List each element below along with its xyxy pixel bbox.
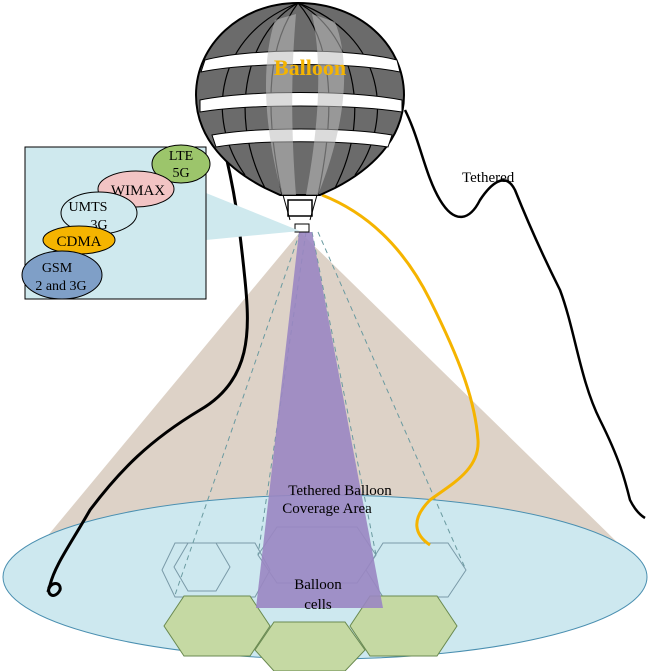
tech-umts-line1: UMTS xyxy=(69,200,108,215)
beam xyxy=(256,232,383,608)
balloon-cells xyxy=(161,526,467,671)
hex-cell xyxy=(163,595,271,657)
balloon-cells-label-line2: cells xyxy=(304,597,332,613)
tech-lte-line1: LTE xyxy=(169,149,193,164)
balloon-cells-label-line1: Balloon xyxy=(294,577,342,593)
balloon-basket xyxy=(287,199,313,217)
hex-cell xyxy=(161,542,271,598)
tether-yellow xyxy=(321,193,480,547)
tech-ellipse-gsm xyxy=(21,250,103,300)
hex-cell xyxy=(349,595,458,657)
balloon-band xyxy=(211,128,393,148)
tethered-label: Tethered xyxy=(462,170,515,186)
tether-left xyxy=(46,139,249,597)
technology-panel: LTE 5G WIMAX UMTS 3G CDMA GSM 2 and 3G xyxy=(21,144,211,300)
balloon-title: Balloon xyxy=(274,55,346,80)
balloon-band xyxy=(199,92,403,113)
balloon-antenna xyxy=(294,223,310,233)
balloon-band xyxy=(200,50,401,73)
tech-gsm-line2: 2 and 3G xyxy=(35,279,86,294)
balloon: Balloon xyxy=(194,1,406,233)
tech-gsm-line1: GSM xyxy=(42,261,73,276)
tech-wimax-line1: WIMAX xyxy=(111,183,165,199)
coverage-area-label-line2: Coverage Area xyxy=(282,501,372,517)
tech-cdma-line1: CDMA xyxy=(56,234,101,250)
tech-lte-line2: 5G xyxy=(172,166,189,181)
tether-right xyxy=(403,109,646,520)
hex-cell xyxy=(254,621,366,671)
panel-connector xyxy=(206,193,300,240)
coverage-area-label-line1: Tethered Balloon xyxy=(288,483,392,499)
tech-ellipse-lte xyxy=(151,144,211,184)
